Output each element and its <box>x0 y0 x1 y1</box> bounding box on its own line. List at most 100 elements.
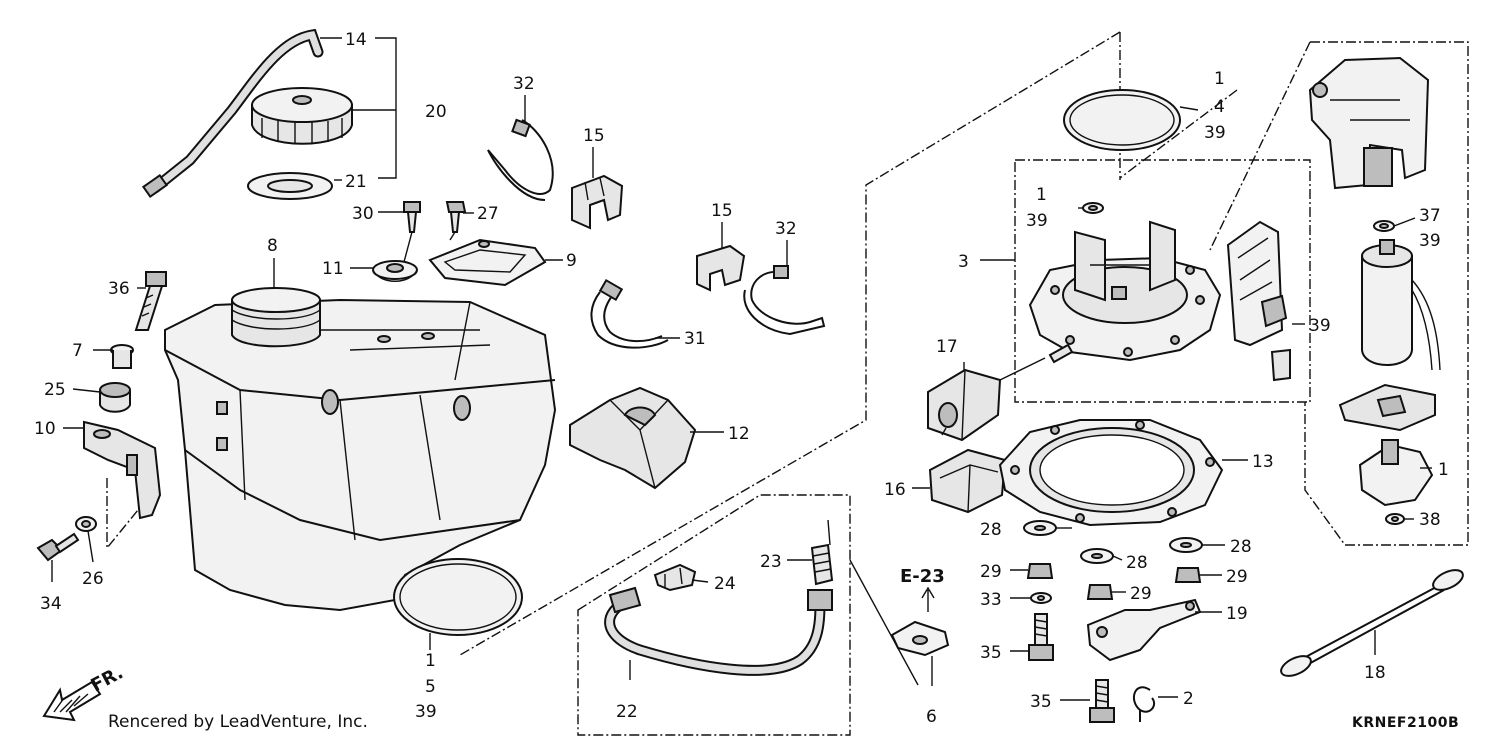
callout-14: 14 <box>345 30 367 50</box>
callout-9: 9 <box>566 251 577 271</box>
callout-11: 11 <box>322 259 344 279</box>
callout-16: 16 <box>884 480 906 500</box>
callout-1-ring: 1 <box>1214 69 1225 89</box>
fuel-pump-motor <box>1361 239 1441 371</box>
callout-13: 13 <box>1252 452 1274 472</box>
callout-19: 19 <box>1226 604 1248 624</box>
callout-10: 10 <box>34 419 56 439</box>
bolt-34 <box>36 532 80 562</box>
fuel-pump-link-2 <box>1209 41 1311 251</box>
pump-internals-frame <box>1304 41 1469 546</box>
hose-group-frame <box>577 494 851 736</box>
rubber-15-upper <box>571 174 624 230</box>
callout-38: 38 <box>1419 510 1441 530</box>
band-31 <box>590 278 669 349</box>
leader-lines <box>51 37 1432 701</box>
callout-1-washer: 1 <box>1036 185 1047 205</box>
callout-29-right: 29 <box>1226 567 1248 587</box>
callout-37: 37 <box>1419 206 1441 226</box>
callout-25: 25 <box>44 380 66 400</box>
e23-arrow <box>921 586 935 612</box>
pump-impeller-cover <box>1338 383 1436 432</box>
callout-39-tank: 39 <box>415 702 437 722</box>
fuel-tank <box>164 287 557 612</box>
callout-35-upper: 35 <box>980 643 1002 663</box>
callout-39-motor: 39 <box>1419 231 1441 251</box>
callout-24: 24 <box>714 574 736 594</box>
callout-22: 22 <box>616 702 638 722</box>
callout-15-upper: 15 <box>583 126 605 146</box>
callout-17: 17 <box>936 337 958 357</box>
fuel-hose-22 <box>604 586 833 676</box>
pump-gasket-13 <box>998 419 1224 527</box>
callout-28-right: 28 <box>1230 537 1252 557</box>
callout-6: 6 <box>926 707 937 727</box>
breather-tube <box>141 28 324 199</box>
tank-o-ring <box>393 558 523 636</box>
callout-7: 7 <box>72 341 83 361</box>
band-32-upper <box>487 118 554 201</box>
washer-37-39 <box>1373 220 1395 232</box>
callout-29-mid: 29 <box>1130 584 1152 604</box>
diagram-code: KRNEF2100B <box>1352 715 1460 731</box>
callout-32-upper: 32 <box>513 74 535 94</box>
fuel-pump-group-border <box>459 31 1121 656</box>
callout-23: 23 <box>760 552 782 572</box>
callout-18: 18 <box>1364 663 1386 683</box>
bolt-30 <box>403 201 421 233</box>
clamp-6 <box>890 620 950 657</box>
callout-35-lower: 35 <box>1030 692 1052 712</box>
bracket-leader-10 <box>106 478 139 550</box>
pump-o-ring <box>1063 89 1181 151</box>
callout-30: 30 <box>352 204 374 224</box>
grommet-25 <box>99 382 131 413</box>
seal-17 <box>927 368 1002 442</box>
band-32-lower <box>743 265 826 336</box>
callout-26: 26 <box>82 569 104 589</box>
rubber-mount-11 <box>372 260 418 282</box>
callout-28-mid: 28 <box>1126 553 1148 573</box>
callout-28-left: 28 <box>980 520 1002 540</box>
callout-4: 4 <box>1214 97 1225 117</box>
pump-assembly-frame <box>1014 159 1311 403</box>
callout-32-lower: 32 <box>775 219 797 239</box>
bolt-36 <box>134 271 167 331</box>
bolt-35-upper <box>1028 613 1054 661</box>
bracket-10 <box>83 420 162 520</box>
washer-26 <box>75 516 97 532</box>
callout-15-lower: 15 <box>711 201 733 221</box>
bracket-12 <box>569 386 697 490</box>
strap-18 <box>1280 569 1464 677</box>
callout-1-tank: 1 <box>425 651 436 671</box>
callout-3: 3 <box>958 252 969 272</box>
bolt-35-lower <box>1089 679 1115 723</box>
callout-27: 27 <box>477 204 499 224</box>
pump-bracket <box>1308 56 1430 190</box>
front-direction-arrow: FR. <box>42 662 127 722</box>
credit-text: Rencered by LeadVenture, Inc. <box>108 712 368 732</box>
fuel-pump-link-1 <box>1119 89 1238 179</box>
rubber-15-lower <box>696 244 746 292</box>
hose-clip-24 <box>653 563 697 592</box>
callout-5: 5 <box>425 677 436 697</box>
callout-2: 2 <box>1183 689 1194 709</box>
fuel-filter-39 <box>1226 220 1291 382</box>
callout-34: 34 <box>40 594 62 614</box>
bolt-27 <box>445 201 467 233</box>
clip-2 <box>1132 686 1156 722</box>
reference-e23: E-23 <box>900 566 945 587</box>
fitting-23 <box>810 543 834 586</box>
washers-28 <box>1023 520 1203 564</box>
filler-cap <box>251 87 353 145</box>
nuts-29 <box>1026 563 1202 600</box>
plate-9 <box>428 238 547 287</box>
callout-21: 21 <box>345 172 367 192</box>
plate-19 <box>1086 598 1202 662</box>
callout-12: 12 <box>728 424 750 444</box>
callout-39-filter: 39 <box>1309 316 1331 336</box>
filler-cap-gasket <box>247 172 333 200</box>
pump-base-1 <box>1358 439 1434 507</box>
callout-31: 31 <box>684 329 706 349</box>
washer-33 <box>1030 592 1052 604</box>
